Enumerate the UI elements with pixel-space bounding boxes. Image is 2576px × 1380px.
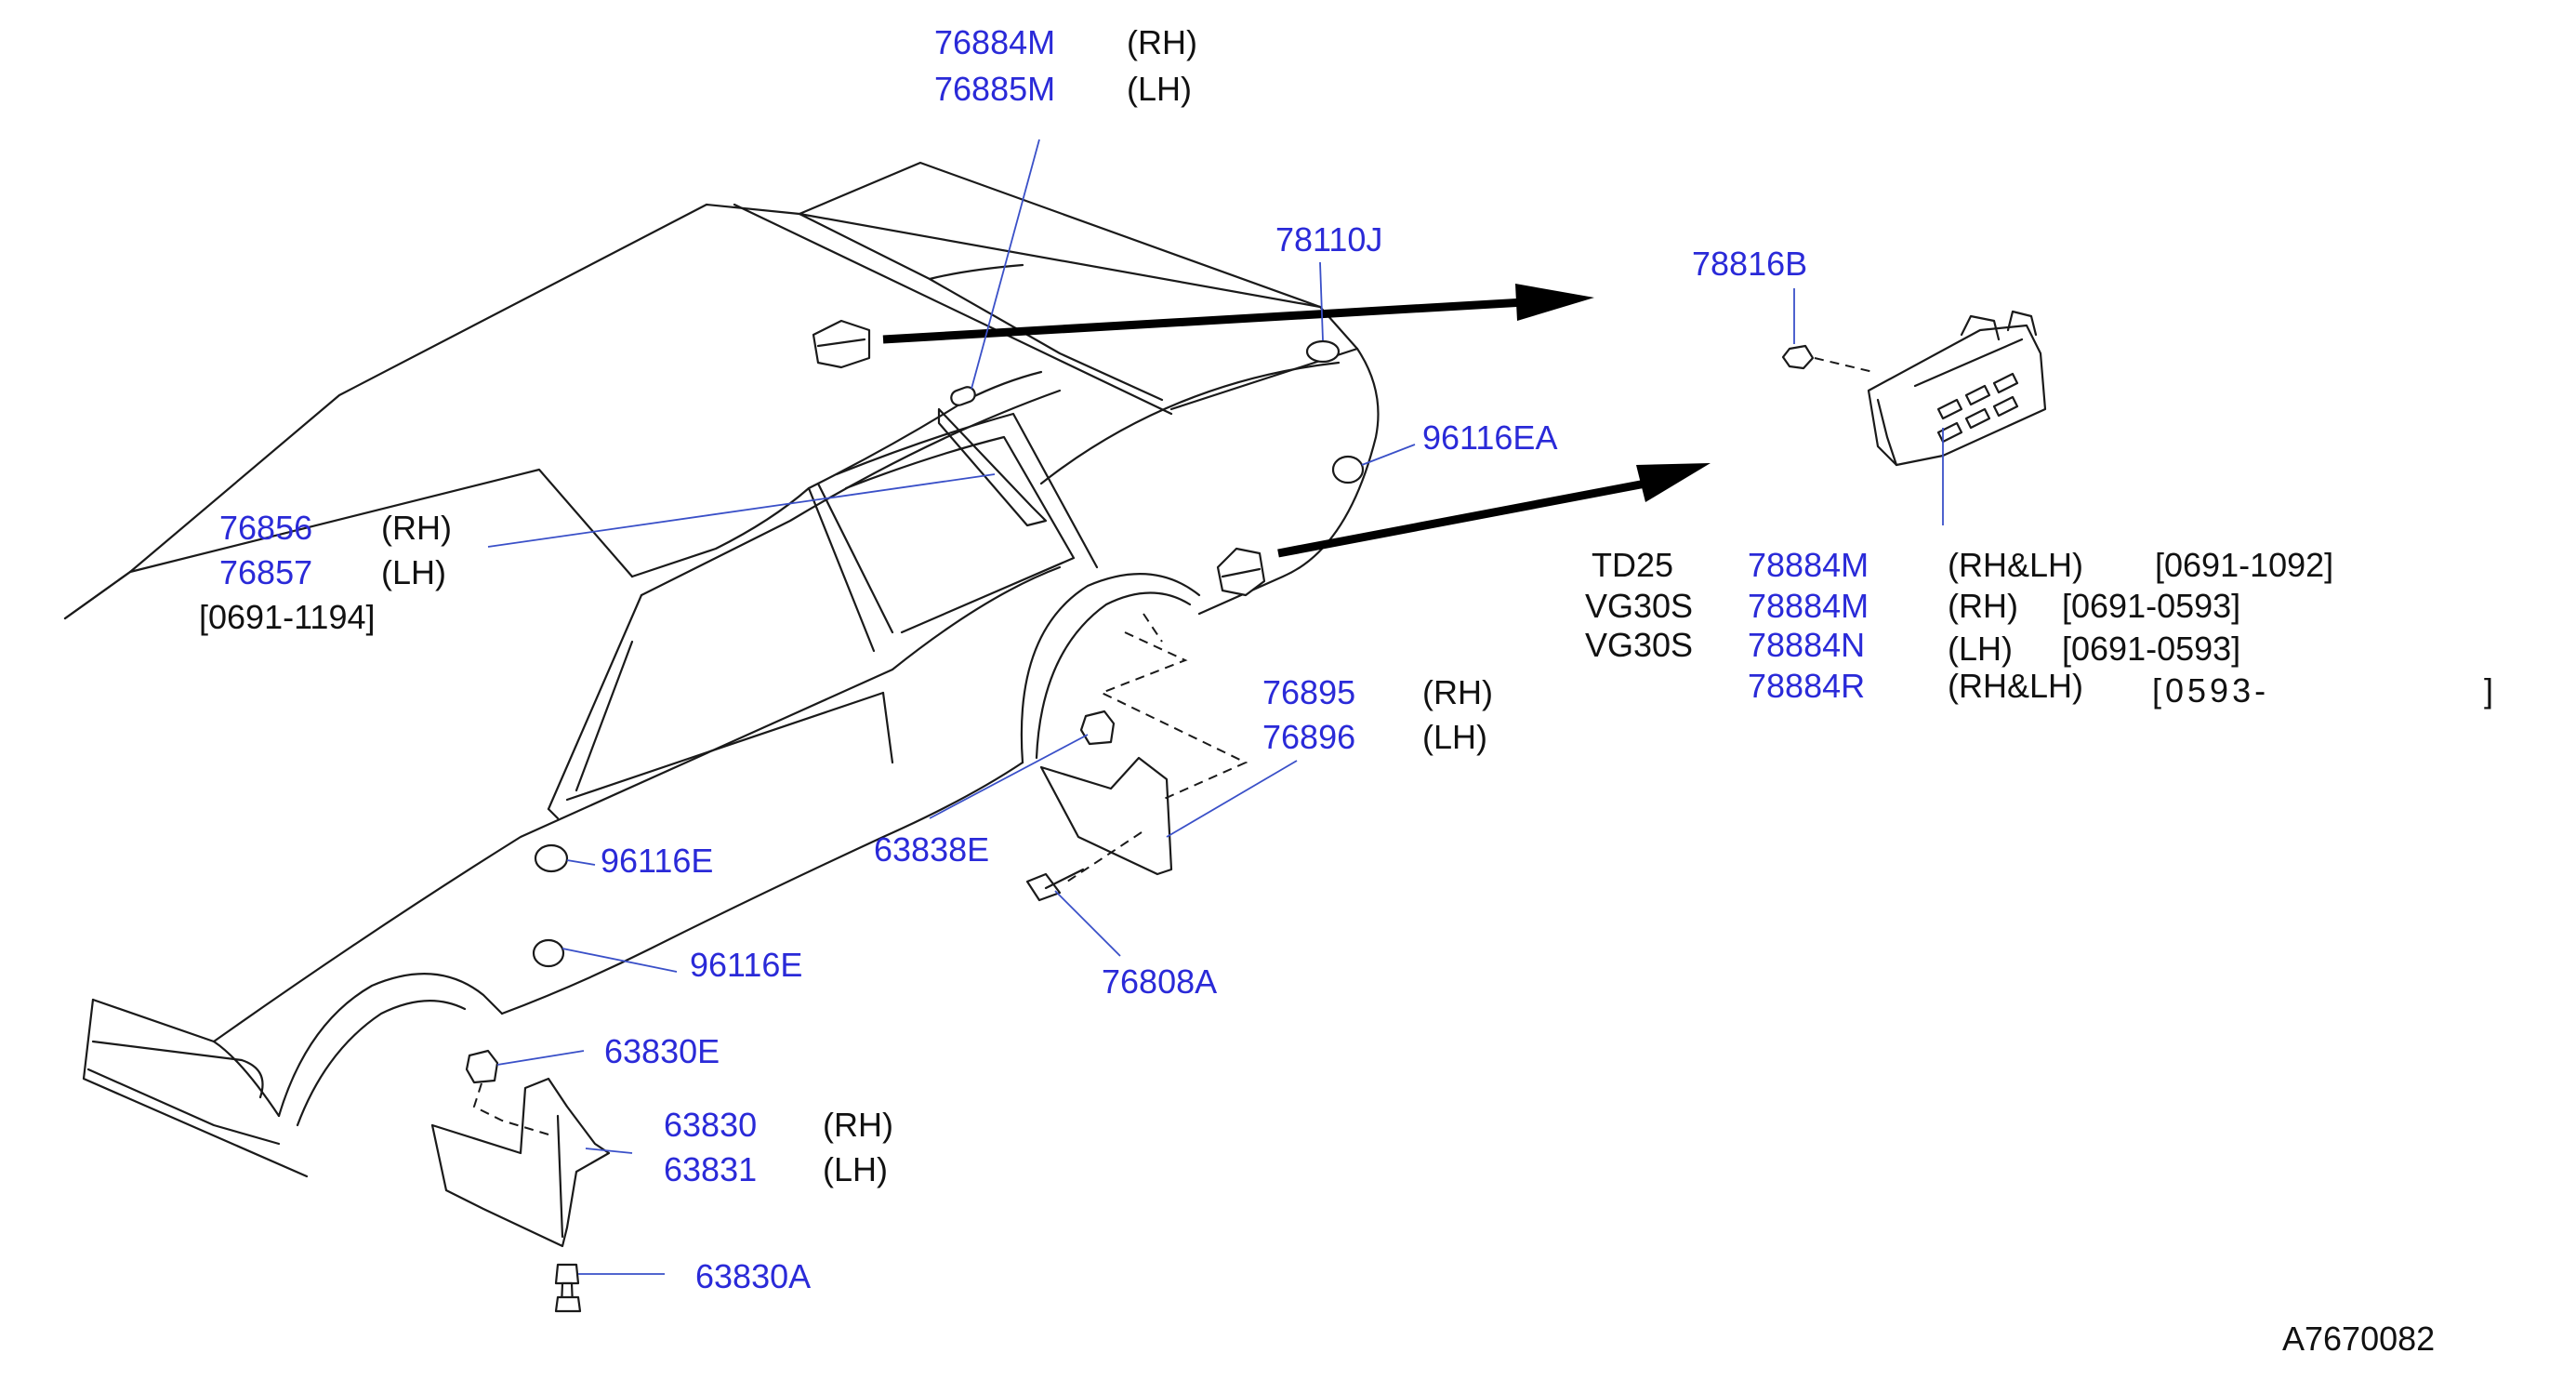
table-side-row-3: (LH)	[1948, 630, 2013, 668]
side-label-76896: (LH)	[1422, 718, 1487, 756]
part-number-63831: 63831	[664, 1150, 757, 1188]
table-part-row-1: 78884M	[1748, 546, 1869, 584]
table-engine-row-2: VG30S	[1585, 587, 1693, 625]
trunk-plug-part	[1305, 339, 1341, 364]
table-date-row-1: [0691-1092]	[2155, 546, 2333, 584]
part-number-96116ea: 96116EA	[1422, 418, 1557, 457]
roof-clip-part	[812, 319, 871, 369]
side-label-76857: (LH)	[381, 553, 446, 591]
screw-76808a-part	[1025, 868, 1085, 902]
rear-window-grommet-part	[937, 386, 1048, 527]
side-label-76884m: (RH)	[1127, 23, 1197, 61]
figure-code: A7670082	[2282, 1320, 2435, 1358]
table-side-row-4: (RH&LH)	[1948, 667, 2083, 705]
part-number-76856: 76856	[219, 509, 312, 547]
bolt-63830a-part	[554, 1263, 582, 1313]
part-number-96116e-upper: 96116E	[601, 842, 713, 880]
clip-63838e-part	[1079, 710, 1116, 746]
side-label-76856: (RH)	[381, 509, 452, 547]
table-date-row-4: [0593-	[2152, 671, 2269, 710]
part-number-63830e: 63830E	[604, 1032, 720, 1070]
table-side-row-2: (RH)	[1948, 587, 2018, 625]
table-date-close-row-4: ]	[2484, 671, 2493, 710]
table-engine-row-3: VG30S	[1585, 626, 1693, 664]
part-number-63838e: 63838E	[874, 830, 989, 869]
date-range-7685x: [0691-1194]	[199, 598, 376, 636]
part-number-76885m: 76885M	[934, 70, 1055, 108]
front-mud-flap-part	[430, 1077, 611, 1248]
part-number-63830a: 63830A	[695, 1257, 811, 1295]
part-number-78110j: 78110J	[1275, 220, 1382, 259]
part-number-76884m: 76884M	[934, 23, 1055, 61]
plug-96116e-upper-part	[534, 843, 569, 873]
side-label-63831: (LH)	[823, 1150, 888, 1188]
rear-mud-flap-part	[1039, 756, 1173, 876]
part-labels: 76884M (RH) 76885M (LH) 78110J 78816B 96…	[199, 23, 2493, 1358]
part-number-76808a: 76808A	[1102, 962, 1217, 1001]
part-number-76895: 76895	[1262, 673, 1355, 711]
part-number-76857: 76857	[219, 553, 312, 591]
table-date-row-2: [0691-0593]	[2062, 587, 2240, 625]
part-number-76896: 76896	[1262, 718, 1355, 756]
table-engine-row-1: TD25	[1592, 546, 1673, 584]
side-label-76895: (RH)	[1422, 673, 1493, 711]
clip-63830e-part	[465, 1049, 499, 1084]
plug-96116ea-part	[1331, 455, 1365, 484]
detail-arrows	[882, 284, 1711, 558]
part-number-78816b: 78816B	[1692, 245, 1807, 283]
part-number-96116e-lower: 96116E	[690, 946, 802, 984]
table-date-row-3: [0691-0593]	[2062, 630, 2240, 668]
plug-96116e-lower-part	[532, 938, 565, 968]
car-body-drawing	[63, 161, 1380, 1178]
table-part-row-3: 78884N	[1748, 626, 1865, 664]
side-label-63830: (RH)	[823, 1106, 893, 1144]
table-side-row-1: (RH&LH)	[1948, 546, 2083, 584]
quarter-clip-part	[1216, 547, 1266, 597]
side-label-76885m: (LH)	[1127, 70, 1192, 108]
table-part-row-2: 78884M	[1748, 587, 1869, 625]
leader-lines	[487, 139, 1944, 1275]
table-part-row-4: 78884R	[1748, 667, 1865, 705]
lamp-socket-detail-part	[1867, 310, 2047, 467]
part-number-63830: 63830	[664, 1106, 757, 1144]
nut-78816b-part	[1781, 344, 1815, 370]
